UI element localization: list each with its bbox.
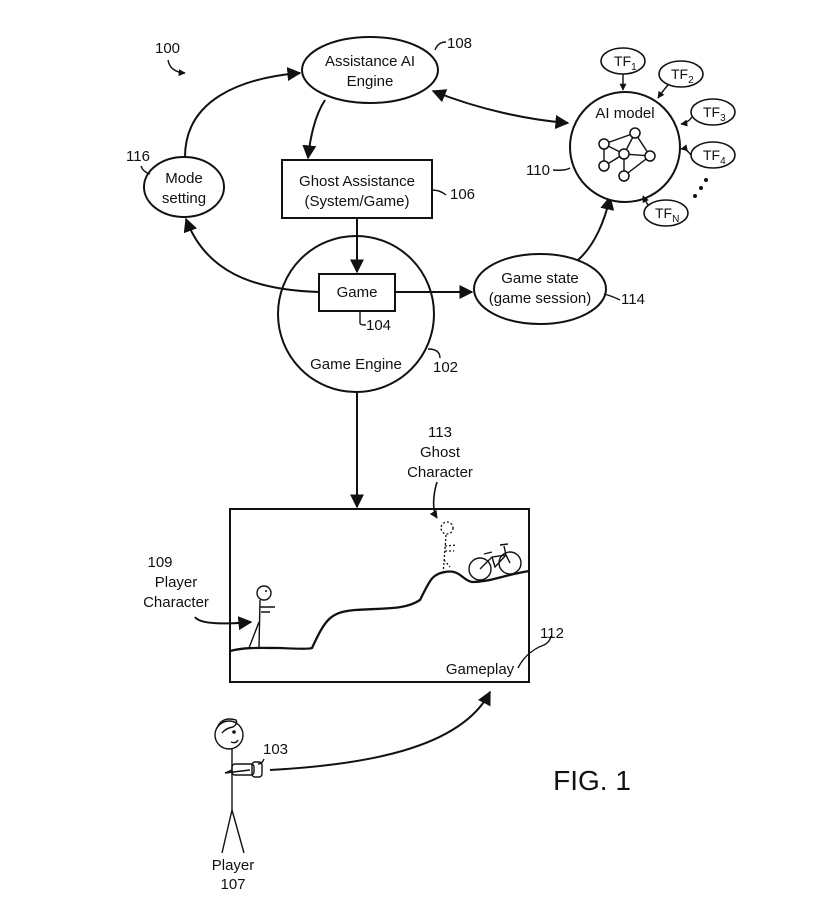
ref-114: 114: [621, 291, 645, 308]
game-engine-label: Game Engine: [310, 356, 402, 373]
player-ref: 107: [220, 876, 245, 893]
player-to-gameplay-arrow: [269, 690, 491, 771]
player-character-arrow: [194, 616, 253, 631]
svg-text:TFN: TFN: [655, 205, 679, 225]
tf-1: TF1: [600, 47, 646, 91]
ref-100-arrow: [167, 59, 186, 77]
ghost-character-ref: 113: [428, 424, 452, 441]
game-state-line1: Game state: [501, 270, 579, 287]
mode-setting-line2: setting: [162, 190, 206, 207]
terrain-line: [229, 569, 530, 653]
ai-model-node: AI model: [569, 91, 681, 203]
player-figure: [214, 718, 251, 854]
ai-model-label: AI model: [595, 105, 654, 122]
assistance-ai-engine-node: Assistance AI Engine: [301, 36, 439, 104]
engine-model-bidirectional-arrow: [431, 89, 570, 129]
ref-106-leader: [431, 189, 447, 196]
ref-114-leader: [603, 293, 621, 301]
ghost-character-figure: [440, 521, 458, 576]
ghost-assistance-node: Ghost Assistance (System/Game): [281, 159, 433, 219]
ghost-assistance-line2: (System/Game): [304, 193, 409, 210]
figure-caption: FIG. 1: [553, 765, 631, 796]
controller-ref: 103: [263, 741, 288, 758]
ref-110: 110: [526, 162, 550, 179]
assistance-ai-engine-line1: Assistance AI: [325, 53, 415, 70]
ghost-assistance-line1: Ghost Assistance: [299, 173, 415, 190]
player-character-line2: Character: [143, 594, 209, 611]
ref-110-leader: [552, 167, 571, 171]
mode-to-engine-arrow: [184, 67, 302, 158]
tf-n: TFN: [642, 195, 689, 227]
ref-108-leader: [434, 41, 447, 51]
mode-setting-node: Mode setting: [143, 156, 225, 218]
ref-116-leader: [140, 165, 151, 175]
gameplay-label: Gameplay: [446, 661, 515, 678]
ref-106: 106: [450, 186, 475, 203]
mode-setting-line1: Mode: [165, 170, 203, 187]
game-node: Game: [318, 273, 396, 312]
neural-network-icon: [598, 127, 656, 182]
ref-104-leader: [359, 311, 367, 326]
ref-100: 100: [155, 40, 180, 57]
svg-text:TF4: TF4: [703, 147, 726, 167]
ref-108: 108: [447, 35, 472, 52]
controller-ref-leader: [257, 758, 265, 765]
player-label: Player: [212, 857, 255, 874]
game-state-line2: (game session): [489, 290, 592, 307]
engine-to-ghost-arrow: [302, 99, 326, 160]
ref-104: 104: [366, 317, 391, 334]
svg-text:TF1: TF1: [614, 53, 637, 73]
ghost-character-arrow: [429, 481, 438, 519]
ellipsis-dots: [693, 178, 708, 198]
game-state-node: Game state (game session): [473, 253, 607, 325]
tf-3: TF3: [680, 98, 736, 127]
svg-text:TF3: TF3: [703, 104, 726, 124]
game-to-mode-arrow: [183, 217, 320, 293]
svg-text:TF2: TF2: [671, 66, 694, 86]
gameplay-screen: Gameplay: [229, 508, 530, 683]
bicycle-icon: [468, 543, 522, 581]
ref-102-leader: [427, 348, 441, 359]
tf-4: TF4: [680, 141, 736, 169]
player-character-line1: Player: [155, 574, 198, 591]
game-label: Game: [337, 284, 378, 301]
controller-icon: [231, 761, 263, 778]
ref-112: 112: [540, 625, 564, 642]
ref-112-leader: [517, 635, 552, 669]
ref-102: 102: [433, 359, 458, 376]
state-to-model-arrow: [577, 195, 615, 261]
player-character-ref: 109: [147, 554, 172, 571]
assistance-ai-engine-line2: Engine: [347, 73, 394, 90]
tf-2: TF2: [657, 60, 704, 99]
ghost-character-line2: Character: [407, 464, 473, 481]
player-character-figure: [248, 585, 275, 649]
ghost-character-line1: Ghost: [420, 444, 461, 461]
ref-116: 116: [126, 148, 150, 165]
